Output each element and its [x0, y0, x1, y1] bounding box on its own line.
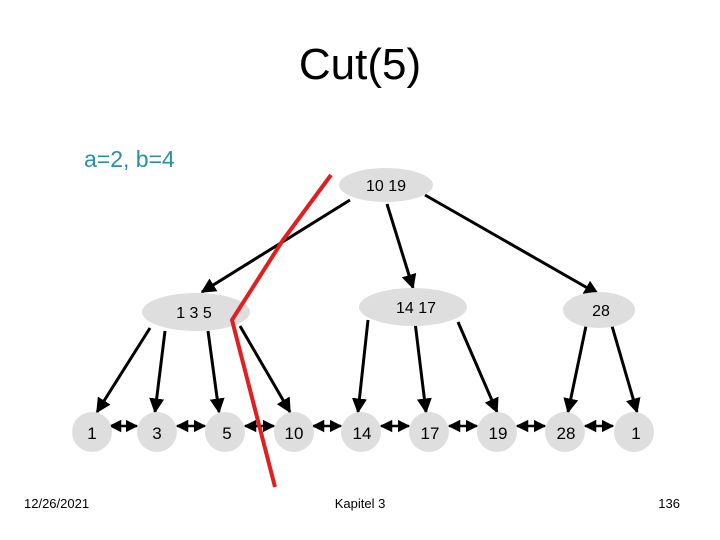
edge-middle-19 — [456, 321, 499, 414]
svg-text:1 3 5: 1 3 5 — [176, 305, 212, 322]
node-left: 1 3 5 — [142, 293, 250, 331]
leaf-0: 1 — [72, 412, 112, 452]
svg-text:5: 5 — [222, 424, 231, 443]
slide-title: Cut(5) — [298, 40, 422, 89]
leaf-2: 5 — [205, 412, 245, 452]
svg-text:14: 14 — [353, 424, 372, 443]
svg-text:28: 28 — [557, 424, 576, 443]
svg-text:17: 17 — [421, 424, 440, 443]
leaf-6: 19 — [477, 412, 517, 452]
edge-root-right — [424, 193, 600, 296]
node-right: 28 — [563, 292, 635, 328]
edge-middle-17 — [413, 321, 432, 414]
edge-left-5 — [206, 330, 225, 414]
node-middle: 14 17 — [359, 288, 467, 326]
footer-date: 12/26/2021 — [24, 496, 90, 511]
edge-left-3 — [149, 330, 167, 414]
edge-root-middle — [385, 203, 417, 290]
leaf-8: 1 — [614, 412, 654, 452]
leaf-4: 14 — [341, 412, 381, 452]
svg-text:1: 1 — [631, 424, 640, 443]
parameters-label: a=2, b=4 — [84, 146, 175, 172]
edge-right-1 — [610, 325, 641, 414]
edge-root-left — [200, 198, 351, 294]
svg-text:14 17: 14 17 — [396, 300, 436, 317]
svg-text:1: 1 — [87, 424, 96, 443]
node-root: 10 19 — [339, 168, 433, 202]
footer-page-number: 136 — [658, 496, 680, 511]
edge-middle-14 — [352, 319, 370, 414]
svg-text:10 19: 10 19 — [366, 178, 406, 195]
edge-right-28 — [563, 325, 588, 414]
leaf-1: 3 — [137, 412, 177, 452]
leaf-5: 17 — [409, 412, 449, 452]
svg-text:10: 10 — [285, 424, 304, 443]
edge-left-10 — [238, 325, 292, 414]
footer-center: Kapitel 3 — [334, 496, 386, 511]
svg-text:19: 19 — [489, 424, 508, 443]
svg-text:28: 28 — [592, 303, 610, 320]
cut-line — [230, 173, 333, 488]
leaf-7: 28 — [545, 412, 585, 452]
svg-text:3: 3 — [152, 424, 161, 443]
edge-left-1 — [95, 327, 152, 414]
leaf-3: 10 — [274, 412, 314, 452]
